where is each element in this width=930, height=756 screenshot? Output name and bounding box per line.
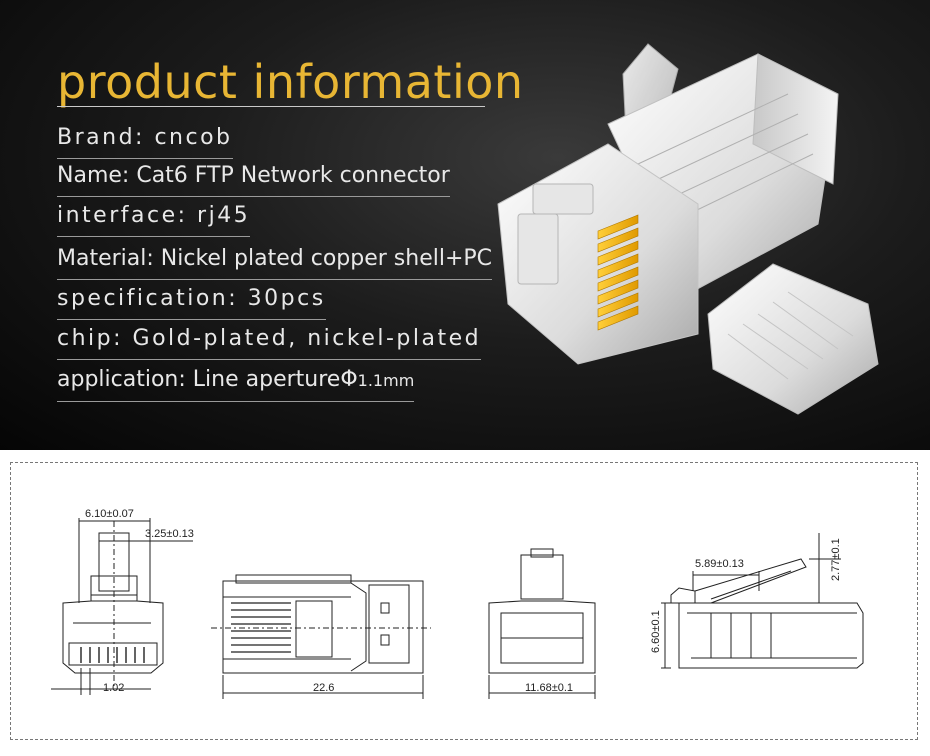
dim-latch-length: 5.89±0.13 (695, 558, 744, 570)
divider (57, 401, 415, 402)
spec-application: application: Line apertureΦ1.1mm (57, 366, 415, 402)
spec-value: Gold-plated, nickel-plated (132, 326, 482, 351)
divider (57, 279, 493, 280)
spec-interface: interface: rj45 (57, 202, 251, 237)
divider (57, 158, 233, 159)
dim-length: 22.6 (313, 682, 334, 694)
spec-chip: chip: Gold-plated, nickel-plated (57, 325, 482, 360)
spec-value: Cat6 FTP Network connector (136, 163, 450, 188)
dim-pin-pitch: 1.02 (103, 682, 124, 694)
spec-value: 30pcs (247, 286, 326, 311)
spec-label: Name: (57, 163, 130, 188)
dimension-drawings: 6.10±0.07 3.25±0.13 1.02 22.6 11.68±0.1 … (51, 508, 864, 699)
spec-label: Material: (57, 246, 154, 271)
spec-size: 1.1mm (357, 371, 415, 390)
spec-label: interface: (57, 203, 188, 228)
divider (57, 319, 326, 320)
spec-value: rj45 (197, 203, 251, 228)
divider (57, 236, 251, 237)
spec-value: Line aperture (192, 367, 341, 392)
technical-drawing-panel: 6.10±0.07 3.25±0.13 1.02 22.6 11.68±0.1 … (10, 462, 918, 740)
dim-body-height: 6.60±0.1 (650, 610, 662, 653)
spec-label: Brand: (57, 125, 145, 150)
spec-name: Name: Cat6 FTP Network connector (57, 162, 450, 197)
page-title: product information (57, 55, 524, 109)
dim-latch-width: 3.25±0.13 (145, 528, 194, 540)
diameter-symbol: Φ (340, 367, 358, 392)
title-underline (57, 106, 485, 107)
spec-value: Nickel plated copper shell+PC (160, 246, 493, 271)
spec-label: specification: (57, 286, 239, 311)
divider (57, 196, 450, 197)
spec-label: application: (57, 367, 186, 392)
product-info-banner: product information Brand: cncob Name: C… (0, 0, 930, 450)
rj45-connector-image (497, 43, 879, 415)
spec-label: chip: (57, 326, 124, 351)
spec-brand: Brand: cncob (57, 124, 233, 159)
spec-material: Material: Nickel plated copper shell+PC (57, 245, 493, 280)
spec-specification: specification: 30pcs (57, 285, 326, 320)
dim-top-width: 6.10±0.07 (85, 508, 134, 520)
divider (57, 359, 482, 360)
dim-body-width: 11.68±0.1 (525, 682, 573, 694)
spec-value: cncob (154, 125, 233, 150)
dim-latch-height: 2.77±0.1 (830, 538, 842, 581)
